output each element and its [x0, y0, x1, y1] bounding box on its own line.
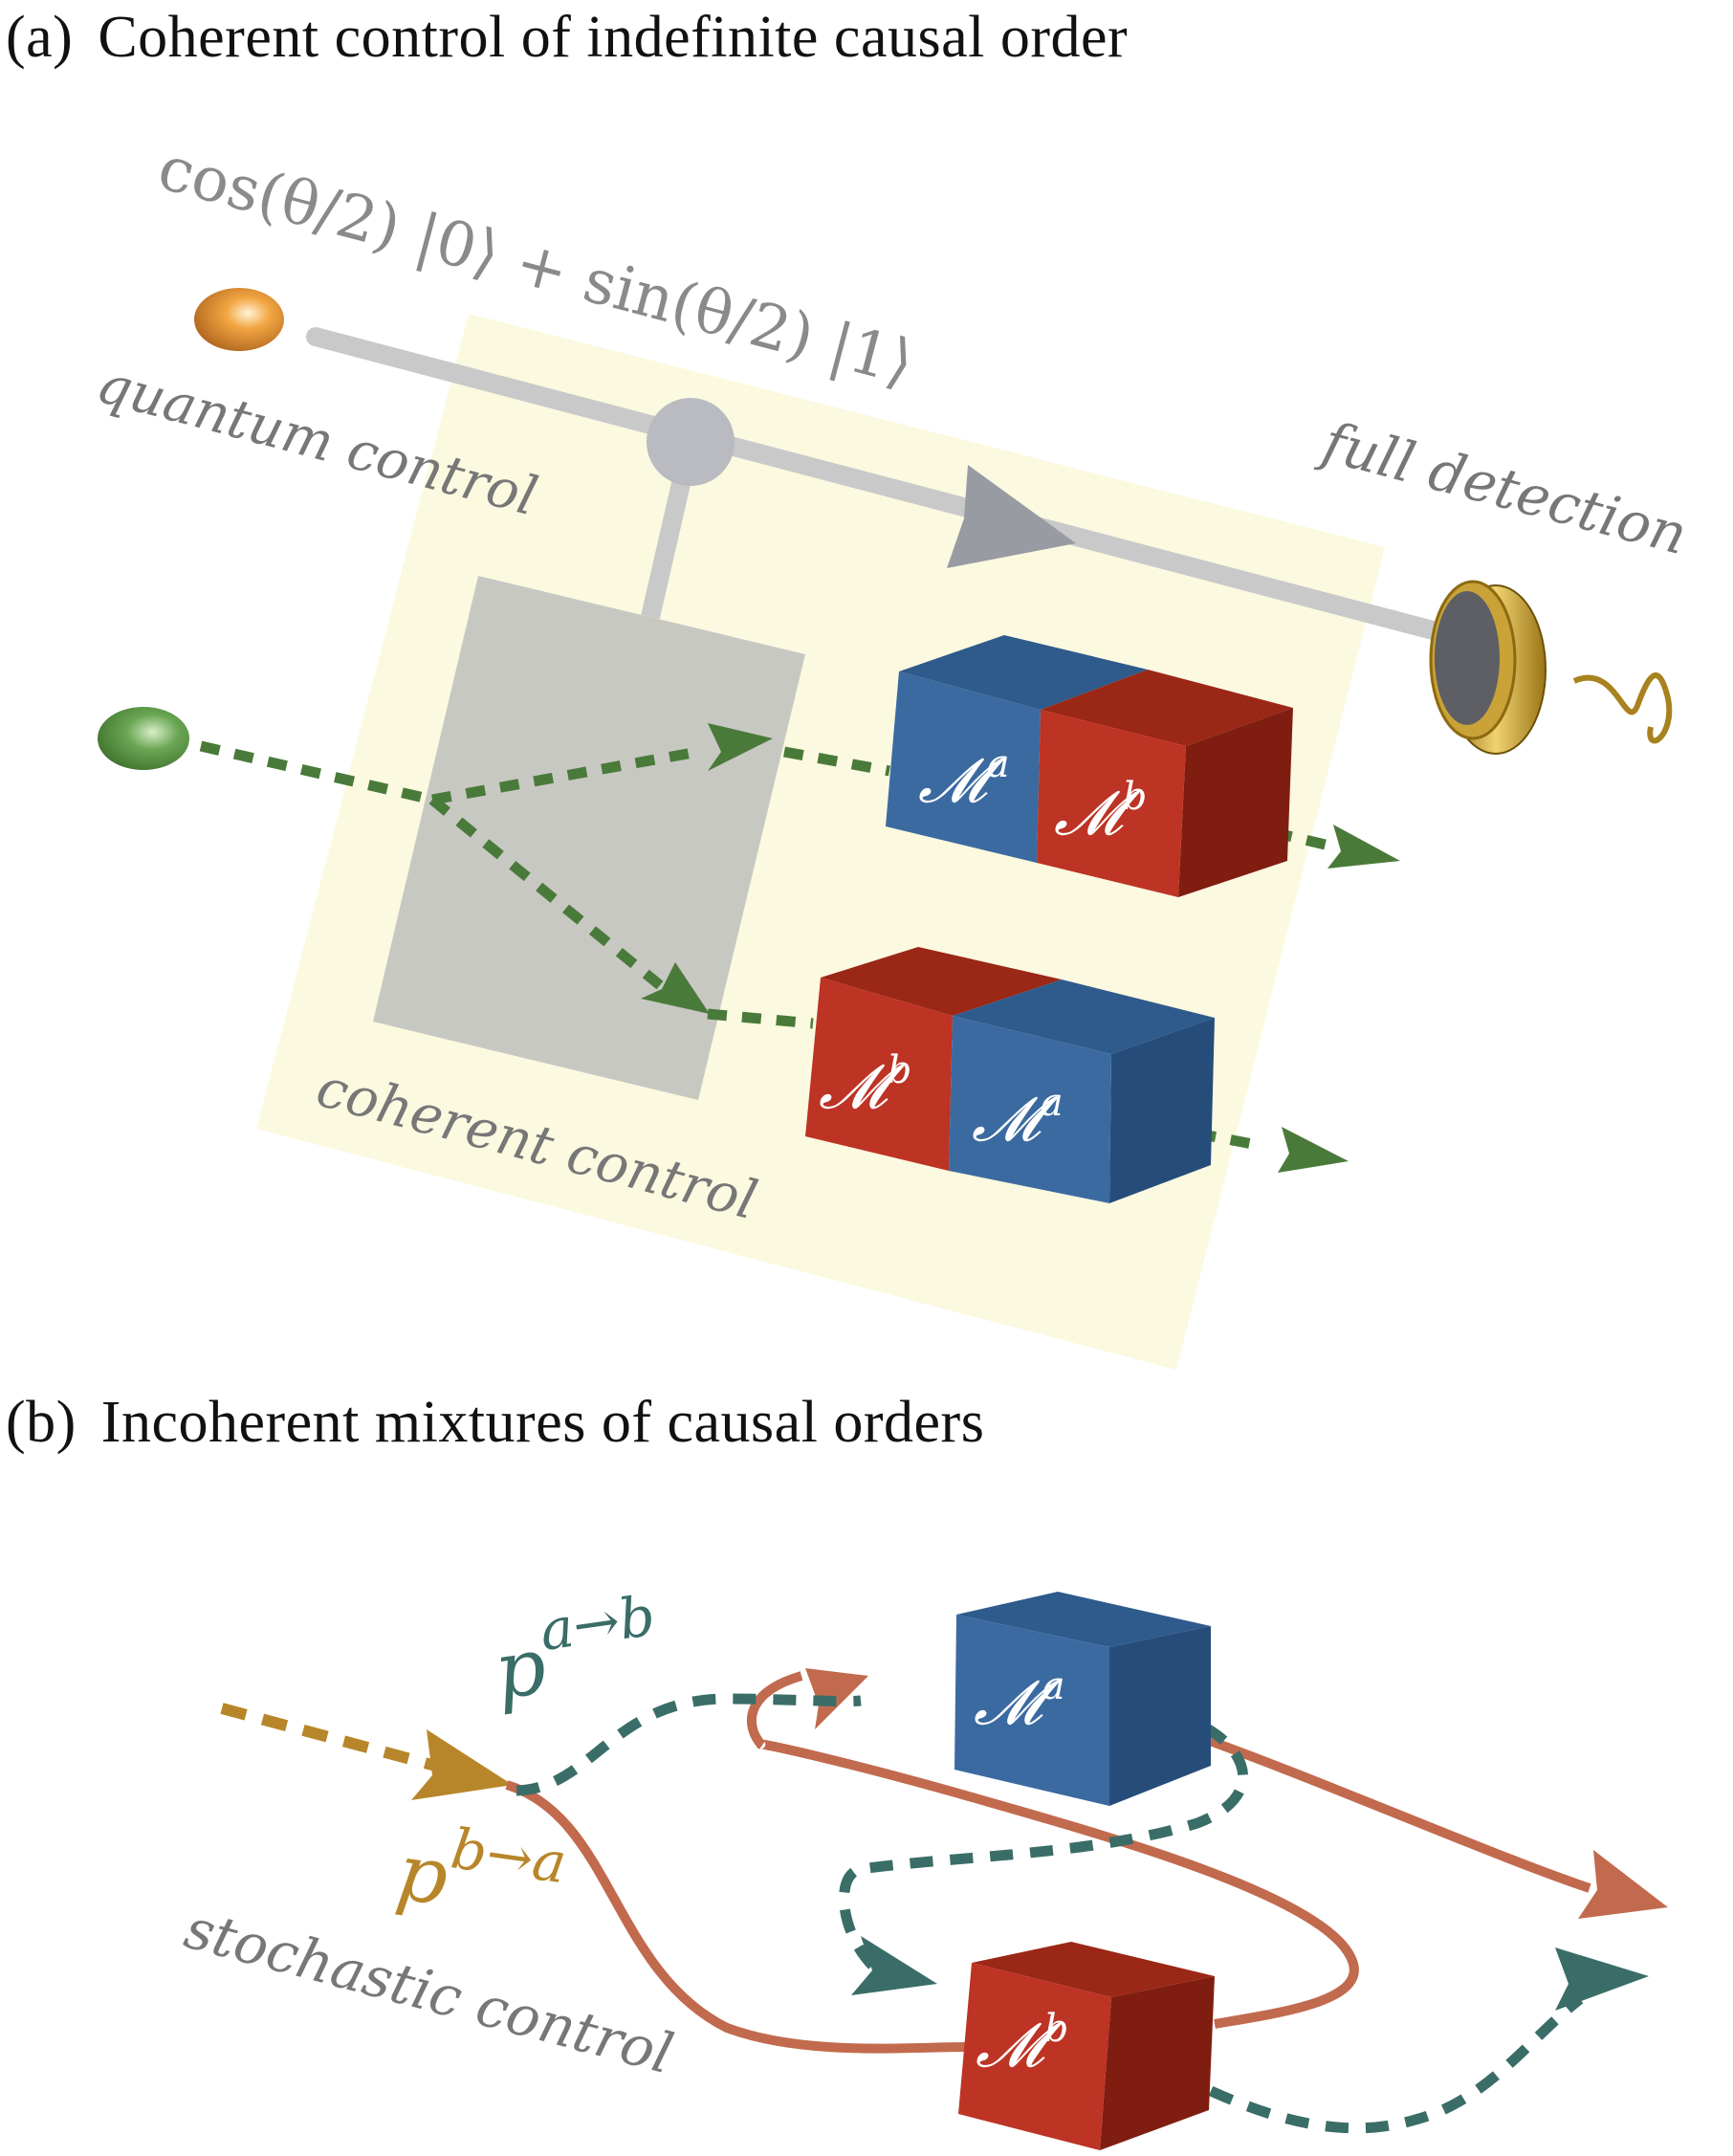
control-line: [306, 327, 1482, 650]
gold-arrowhead: [411, 1729, 513, 1800]
orange-arrowhead-out: [1578, 1850, 1668, 1919]
upper-box-b-front: [1037, 710, 1186, 897]
teal-path-a-to-b: [516, 1693, 1584, 2134]
stochastic-box-b-side: [1100, 1976, 1215, 2150]
green-path-lower-out: [707, 1008, 814, 1029]
panel-b-tag: (b): [6, 1390, 77, 1455]
stochastic-box-a-top: [956, 1592, 1211, 1647]
lower-box-b-front: [805, 978, 953, 1171]
green-arrowhead-upper: [708, 723, 773, 771]
upper-box-pair: [886, 635, 1293, 897]
upper-box-b-side: [1178, 708, 1293, 897]
orange-path-b-to-a: [505, 1671, 1591, 2054]
upper-box-a-front: [886, 671, 1041, 863]
stochastic-box-a: [954, 1592, 1211, 1806]
lower-box-pair: [805, 947, 1215, 1203]
panel-a-title: (a) Coherent control of indefinite causal…: [6, 4, 1128, 72]
lower-box-a-top: [953, 979, 1215, 1054]
control-node: [647, 398, 735, 486]
gray-splitter-box: [373, 576, 805, 1100]
green-path-upper-out: [783, 746, 890, 777]
upper-box-a-top: [899, 635, 1148, 710]
p-a-to-b-label: pa→b: [486, 1583, 666, 1718]
gold-input-path: [220, 1703, 451, 1775]
orange-arrowhead-in: [805, 1668, 868, 1729]
stochastic-box-b-front: [958, 1963, 1111, 2150]
stochastic-box-b: [958, 1942, 1215, 2150]
green-arrowhead-exit-upper: [1327, 825, 1400, 869]
lower-box-b-top: [821, 947, 1062, 1016]
stochastic-box-a-side: [1109, 1626, 1211, 1806]
stochastic-box-a-front: [954, 1615, 1109, 1806]
upper-box-b-top: [1041, 670, 1293, 746]
panel-b-title-text: Incoherent mixtures of causal orders: [100, 1390, 985, 1455]
green-arrowhead-lower: [641, 962, 710, 1014]
panel-b-title: (b) Incoherent mixtures of causal orders: [6, 1389, 984, 1457]
green-path-input: [199, 740, 434, 805]
control-arrowhead: [947, 465, 1076, 568]
stochastic-control-label: stochastic control: [178, 1896, 679, 2087]
green-arrowheads: [641, 723, 1400, 1173]
green-path-upper: [431, 746, 699, 805]
teal-arrowhead-down: [851, 1936, 937, 1995]
lower-box-a-front: [949, 1016, 1111, 1203]
detector-icon: [1429, 580, 1673, 755]
panel-a-tag: (a): [6, 5, 74, 70]
stochastic-box-b-top: [972, 1942, 1215, 1997]
p-b-to-a-label: pb→a: [391, 1809, 570, 1940]
lower-box-a-side: [1109, 1018, 1215, 1203]
orange-particle: [194, 288, 284, 351]
stochastic-box-a-label: 𝓜a: [974, 1664, 1065, 1739]
green-particle: [98, 707, 189, 770]
panel-a-title-text: Coherent control of indefinite causal or…: [98, 5, 1129, 70]
green-arrowhead-exit-lower: [1278, 1127, 1349, 1173]
green-path-lower: [428, 795, 664, 990]
teal-arrowhead-out: [1555, 1947, 1649, 2011]
